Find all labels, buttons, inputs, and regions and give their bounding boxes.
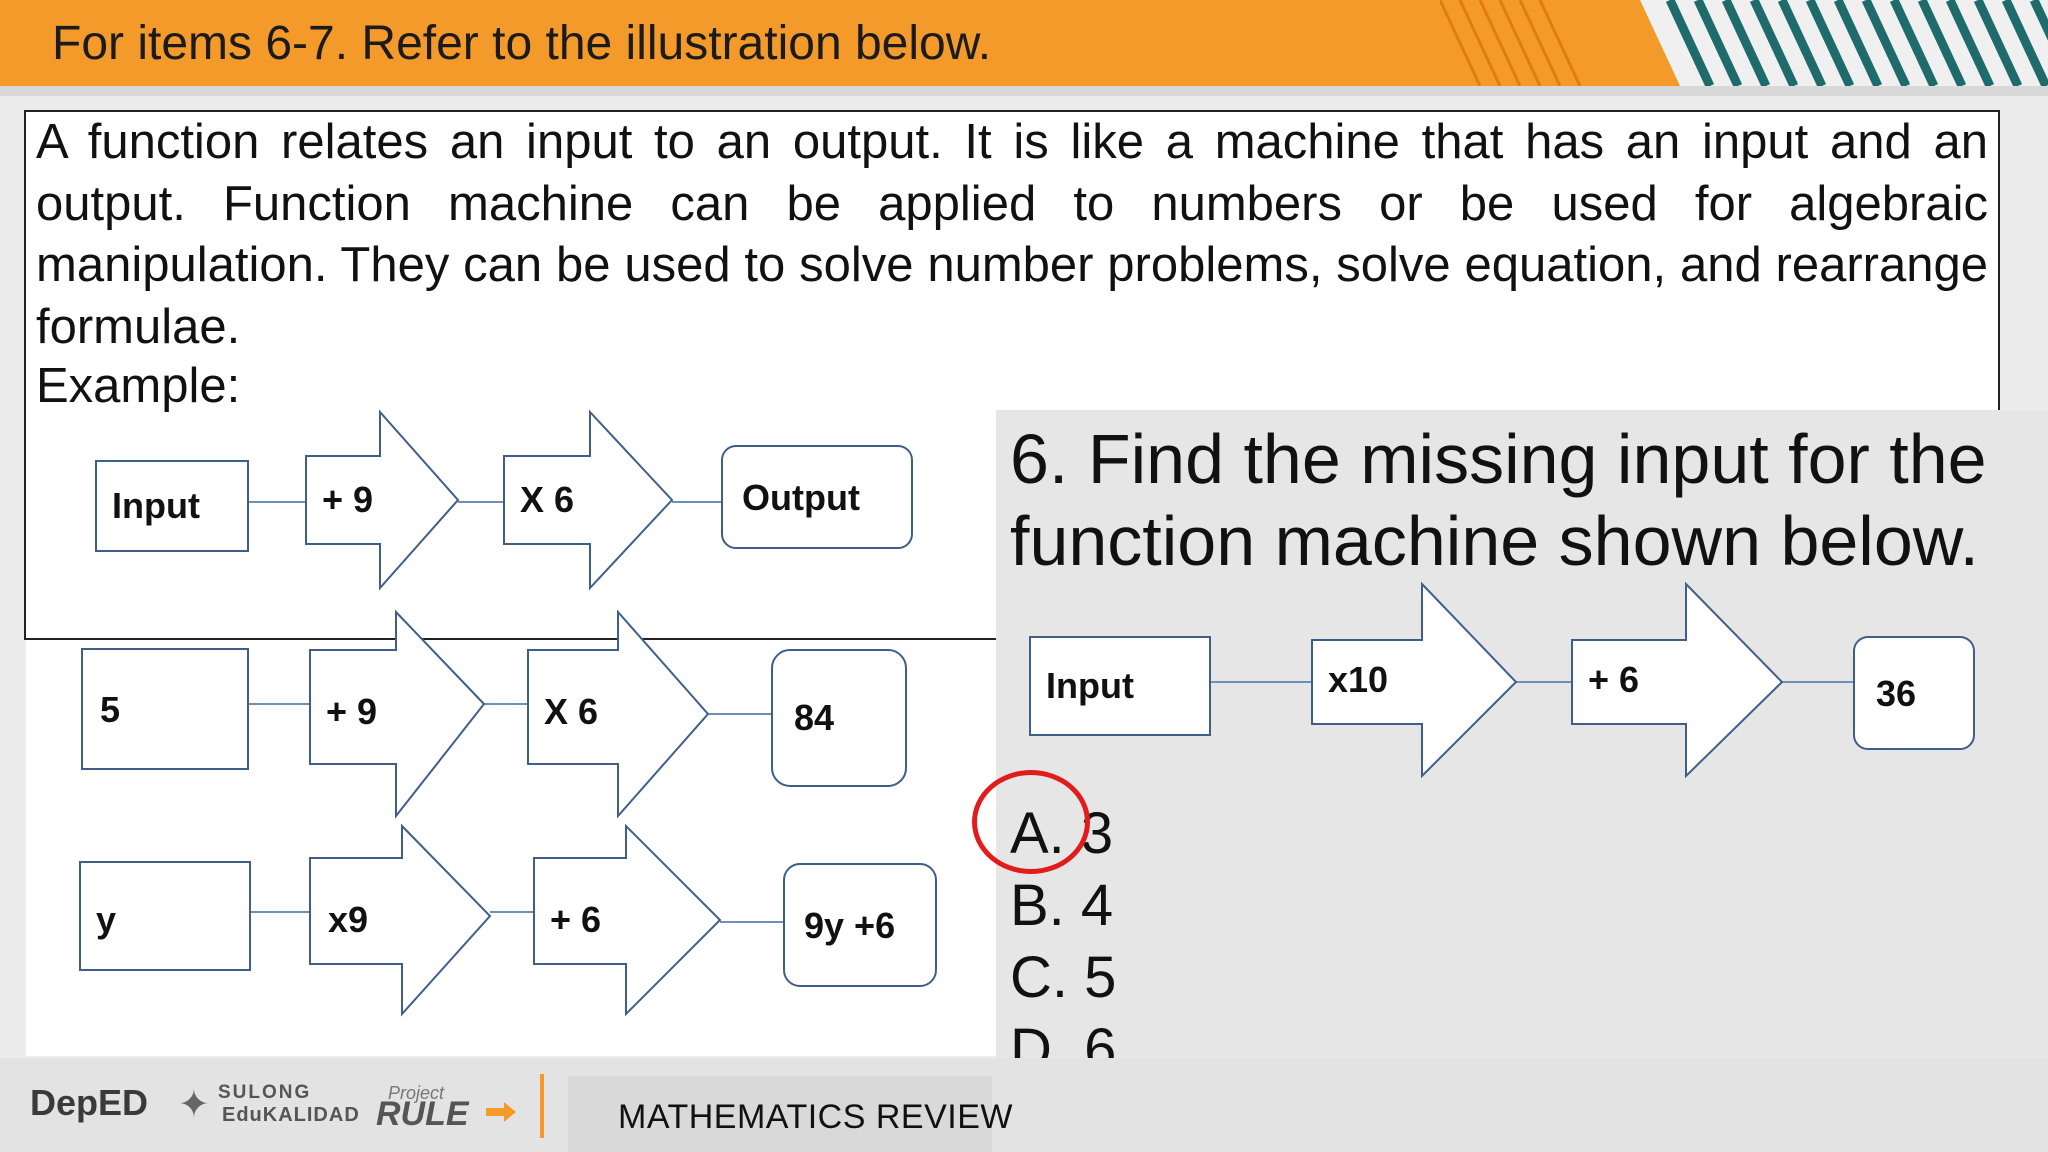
input-box bbox=[81, 648, 249, 770]
output-box bbox=[783, 863, 937, 987]
project-label: Project bbox=[388, 1083, 445, 1103]
example-label: Example: bbox=[36, 359, 241, 413]
sulong-logo-line2: EduKALIDAD bbox=[222, 1104, 360, 1126]
rule-arrow-icon bbox=[486, 1102, 516, 1122]
operation-label: + 9 bbox=[322, 479, 373, 520]
footer-subject-label: MATHEMATICS REVIEW bbox=[618, 1098, 1013, 1136]
choice-c[interactable]: C. 5 bbox=[1010, 945, 1117, 1010]
input-label: 5 bbox=[100, 689, 120, 730]
footer-divider bbox=[540, 1074, 544, 1138]
choice-b[interactable]: B. 4 bbox=[1010, 873, 1114, 938]
input-box bbox=[79, 861, 251, 971]
operation-label: x9 bbox=[328, 899, 368, 940]
operation-label: + 6 bbox=[1588, 659, 1639, 700]
header-stripes-decoration bbox=[1440, 0, 2048, 86]
operation-label: X 6 bbox=[544, 691, 598, 732]
function-arrow bbox=[309, 823, 492, 1017]
input-label: y bbox=[96, 899, 116, 940]
input-label: Input bbox=[112, 485, 200, 526]
sulong-mark-icon: ✦ bbox=[178, 1084, 210, 1126]
function-arrow bbox=[309, 609, 486, 819]
question-text: 6. Find the missing input for the functi… bbox=[1010, 420, 1987, 580]
example-row-1: Input + 9 X 6 Output bbox=[95, 409, 913, 591]
rule-logo: RULE bbox=[376, 1095, 469, 1133]
function-arrow bbox=[305, 409, 460, 591]
operation-label: x10 bbox=[1328, 659, 1388, 700]
function-arrow bbox=[1311, 581, 1518, 779]
output-label: Output bbox=[742, 477, 860, 518]
question-panel bbox=[996, 410, 2048, 1152]
question-function-machine: Input x10 + 6 36 bbox=[1029, 581, 1975, 779]
function-arrow bbox=[1571, 581, 1784, 779]
footer-label-box bbox=[568, 1076, 992, 1152]
sulong-edukalidad-logo: ✦ SULONG EduKALIDAD bbox=[178, 1082, 368, 1127]
output-label: 84 bbox=[794, 697, 834, 738]
operation-label: X 6 bbox=[520, 479, 574, 520]
operation-label: + 6 bbox=[550, 899, 601, 940]
input-box bbox=[1029, 636, 1211, 736]
example-row-3: y x9 + 6 9y +6 bbox=[79, 823, 937, 1017]
example-function-machines: Input + 9 X 6 Output 5 + 9 X 6 84 y x9 +… bbox=[79, 409, 937, 1017]
deped-logo: DepED bbox=[30, 1082, 149, 1123]
output-label: 36 bbox=[1876, 673, 1916, 714]
function-arrow bbox=[527, 609, 710, 819]
answer-highlight-circle bbox=[972, 770, 1090, 874]
header-title: For items 6-7. Refer to the illustration… bbox=[52, 17, 992, 70]
function-arrow bbox=[533, 823, 722, 1017]
operation-label: + 9 bbox=[326, 691, 377, 732]
output-box bbox=[721, 445, 913, 549]
input-box bbox=[95, 460, 249, 552]
intro-paragraph: A function relates an input to an output… bbox=[36, 115, 1988, 354]
output-box bbox=[1853, 636, 1975, 750]
input-label: Input bbox=[1046, 665, 1134, 706]
output-box bbox=[771, 649, 907, 787]
sulong-logo-line1: SULONG bbox=[218, 1082, 312, 1103]
header-underline bbox=[0, 86, 2048, 96]
example-row-2: 5 + 9 X 6 84 bbox=[81, 609, 907, 819]
output-label: 9y +6 bbox=[804, 905, 895, 946]
function-arrow bbox=[503, 409, 674, 591]
footer-bar bbox=[0, 1058, 2048, 1152]
